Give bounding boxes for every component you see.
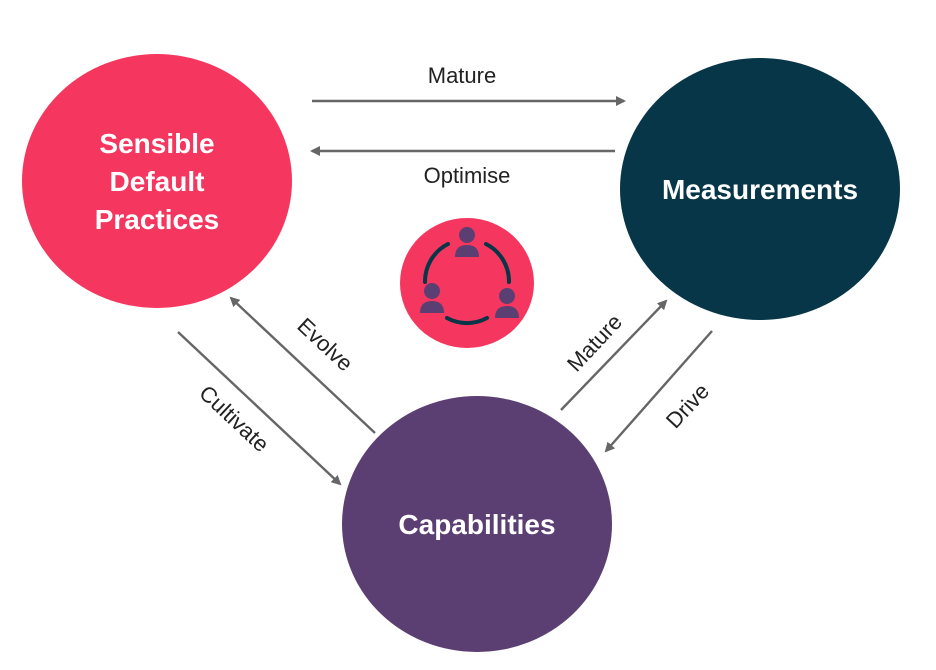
edge-capabilities-to-sensible: Evolve <box>229 296 376 434</box>
edge-measurements-to-capabilities: Drive <box>604 330 714 453</box>
person-icon <box>420 283 444 313</box>
arrow-up-right <box>560 299 668 411</box>
node-circle <box>342 396 612 652</box>
edge-sensible-to-capabilities: Cultivate <box>177 331 342 486</box>
edge-label: Optimise <box>424 163 511 188</box>
person-icon <box>455 227 479 257</box>
node-circle <box>620 58 900 320</box>
node-sensible-default-practices: Sensible Default Practices <box>22 54 292 308</box>
edge-label: Cultivate <box>194 380 274 457</box>
edge-capabilities-to-measurements: Mature <box>560 299 668 411</box>
people-icons <box>420 227 519 318</box>
node-measurements: Measurements <box>620 58 900 320</box>
arrow-up-left <box>229 296 376 434</box>
edge-measurements-to-sensible: Optimise <box>310 146 615 188</box>
edge-sensible-to-measurements: Mature <box>312 63 626 106</box>
edge-label: Drive <box>661 379 714 434</box>
cycle-ring-icon <box>422 242 512 326</box>
node-label-line: Measurements <box>662 174 858 205</box>
node-label-line: Capabilities <box>398 509 555 540</box>
edge-label: Mature <box>562 309 627 376</box>
team-cycle-icon <box>400 218 534 348</box>
arrow-down-left <box>604 330 713 453</box>
node-capabilities: Capabilities <box>342 396 612 652</box>
node-circle <box>22 54 292 308</box>
arrow-down-right <box>177 331 342 486</box>
node-label-line: Practices <box>95 204 220 235</box>
edge-label: Mature <box>428 63 496 88</box>
node-label-line: Sensible <box>99 128 214 159</box>
person-icon <box>495 288 519 318</box>
node-label-line: Default <box>110 166 205 197</box>
edge-label: Evolve <box>292 313 357 376</box>
